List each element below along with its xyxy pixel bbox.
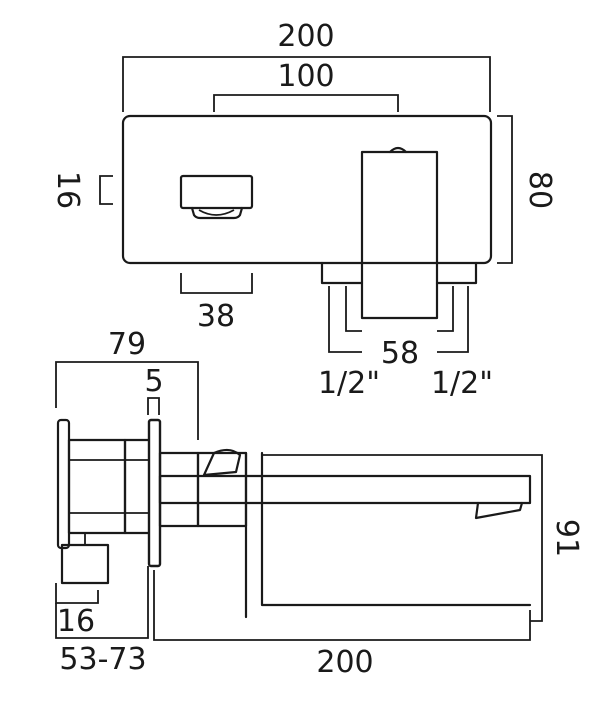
dim-line-top-inlet-outer xyxy=(328,286,469,353)
valve-neck xyxy=(123,438,152,535)
top-view: 200 100 16 38 58 1/2" 1/2" 80 xyxy=(50,19,557,401)
spout-tip xyxy=(474,501,524,520)
front-body xyxy=(158,451,200,528)
dim-line-top-overall xyxy=(122,56,491,112)
label-side-knob: 16 xyxy=(57,604,95,639)
basin-outline xyxy=(244,451,532,619)
knob-cap-inner-top xyxy=(198,209,235,216)
mixer-body-top xyxy=(121,114,493,265)
dim-line-side-wall-range xyxy=(55,566,149,639)
dim-line-side-depth xyxy=(55,361,199,440)
dim-line-side-spout-height xyxy=(262,454,543,622)
label-top-inlet-spacing: 58 xyxy=(381,336,419,371)
label-top-inlet-left: 1/2" xyxy=(318,366,380,401)
label-side-spout-height: 91 xyxy=(549,519,584,557)
spout-nub-top xyxy=(388,146,408,154)
label-top-side-height: 16 xyxy=(50,171,85,209)
dim-line-side-spout-length xyxy=(153,570,531,641)
dim-line-top-inlet-inner xyxy=(345,286,454,332)
label-top-knob-width: 38 xyxy=(197,299,235,334)
label-top-inlet-right: 1/2" xyxy=(431,366,493,401)
valve-flange xyxy=(56,418,71,550)
knob-side xyxy=(60,543,110,585)
label-top-overall-width: 200 xyxy=(277,19,334,54)
wall-plate xyxy=(147,418,162,568)
inlet-strip-top xyxy=(320,261,478,285)
knob-body-top xyxy=(179,174,254,210)
label-top-inner-width: 100 xyxy=(277,59,334,94)
dim-line-top-right-height xyxy=(497,115,513,264)
dim-line-top-inner xyxy=(213,94,399,112)
lever-handle xyxy=(202,448,242,477)
dim-line-top-knob xyxy=(180,273,253,294)
spout-block-top xyxy=(360,150,439,320)
label-top-right-height: 80 xyxy=(522,171,557,209)
valve-body xyxy=(67,438,127,535)
knob-cap-top xyxy=(190,206,244,220)
label-side-plate: 5 xyxy=(144,364,163,399)
dim-line-side-plate xyxy=(147,397,160,415)
label-side-wall-range: 53-73 xyxy=(59,642,146,677)
spout-bar xyxy=(158,474,532,505)
dim-line-side-knob xyxy=(55,583,99,604)
dim-line-top-side-height xyxy=(99,175,113,205)
side-view: 79 5 91 16 53-73 20 xyxy=(55,327,584,680)
label-side-depth: 79 xyxy=(108,327,146,362)
label-side-spout-length: 200 xyxy=(316,645,373,680)
